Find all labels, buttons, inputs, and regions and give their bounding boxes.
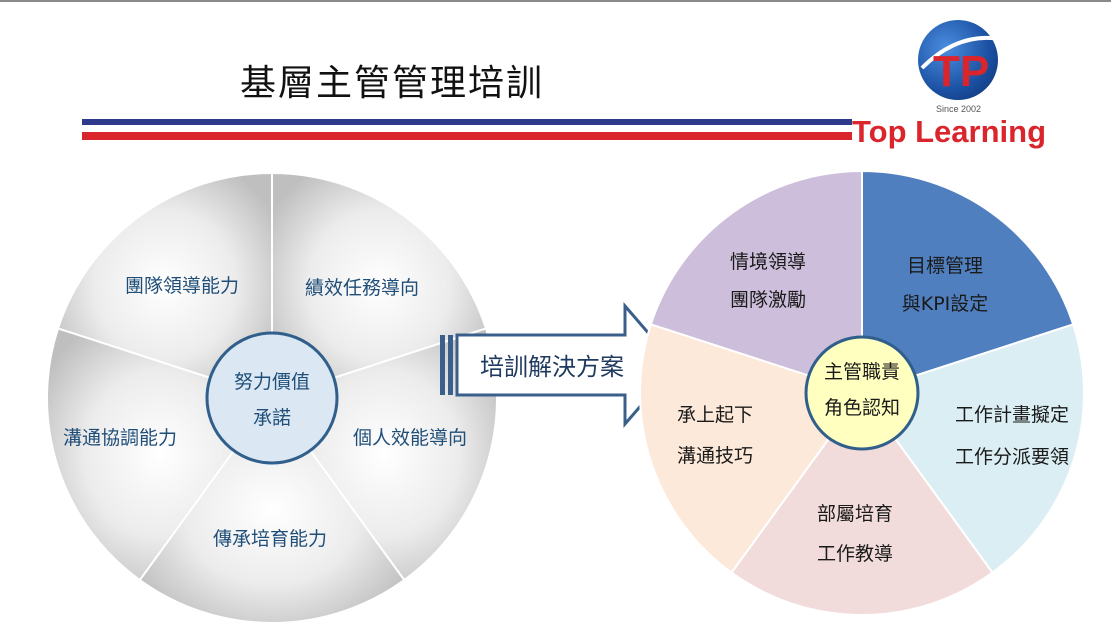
left-segment-mentoring: 傳承培育能力: [213, 528, 327, 550]
right-slice-situational: [649, 169, 863, 395]
left-pentagon-diagram: 努力價值 承諾 團隊領導能力 績效任務導向 個人效能導向 傳承培育能力 溝通協調…: [46, 171, 498, 624]
right-segment-planning-line1: 工作計畫擬定: [955, 404, 1069, 426]
left-center-line2: 承諾: [253, 407, 291, 429]
arrow-label: 培訓解決方案: [480, 353, 624, 381]
left-slice-mentoring: [138, 396, 406, 624]
left-center-line1: 努力價值: [234, 371, 310, 393]
right-segment-kpi-line1: 目標管理: [907, 255, 983, 277]
header-stripe-red: [82, 132, 852, 140]
right-center-line2: 角色認知: [824, 397, 900, 419]
right-segment-coaching-line1: 部屬培育: [817, 503, 893, 525]
right-slice-coaching: [730, 391, 994, 616]
right-segment-kpi-line2: 與KPI設定: [902, 293, 989, 315]
header-stripe-blue: [82, 119, 852, 125]
left-slice-performance: [271, 171, 488, 400]
right-center-line1: 主管職責: [824, 361, 900, 383]
right-segment-coaching-line2: 工作教導: [817, 543, 893, 565]
left-segment-performance: 績效任務導向: [305, 277, 419, 299]
arrow-bar-2: [448, 335, 453, 395]
left-segment-personal-efficiency: 個人效能導向: [353, 427, 467, 449]
left-segment-communication: 溝通協調能力: [63, 427, 177, 449]
logo-mark: TP: [920, 35, 1006, 96]
left-center-circle: [205, 331, 339, 465]
right-center-circle: [804, 335, 920, 451]
solution-arrow: 培訓解決方案: [440, 301, 678, 429]
logo-letters: TP: [933, 47, 989, 96]
right-segment-communication-line2: 溝通技巧: [677, 445, 753, 467]
logo-brand: Top Learning: [852, 114, 1047, 149]
arrow-bar-1: [440, 335, 445, 395]
right-segment-communication-line1: 承上起下: [677, 404, 753, 426]
top-border: [0, 0, 1111, 2]
left-slice-team-leadership: [56, 171, 273, 400]
logo-since: Since 2002: [936, 104, 982, 114]
header-stripe-white: [82, 128, 852, 131]
right-segment-situational-line2: 團隊激勵: [730, 289, 806, 311]
page-title: 基層主管管理培訓: [240, 63, 545, 104]
right-pie-diagram: 主管職責 角色認知 情境領導 團隊激勵 目標管理 與KPI設定 工作計畫擬定 工…: [639, 169, 1085, 616]
right-slice-kpi: [861, 169, 1075, 395]
right-segment-planning-line2: 工作分派要領: [955, 446, 1069, 468]
left-segment-team-leadership: 團隊領導能力: [125, 275, 239, 297]
logo-swoosh: [920, 35, 1006, 70]
right-segment-situational-line1: 情境領導: [730, 251, 806, 273]
